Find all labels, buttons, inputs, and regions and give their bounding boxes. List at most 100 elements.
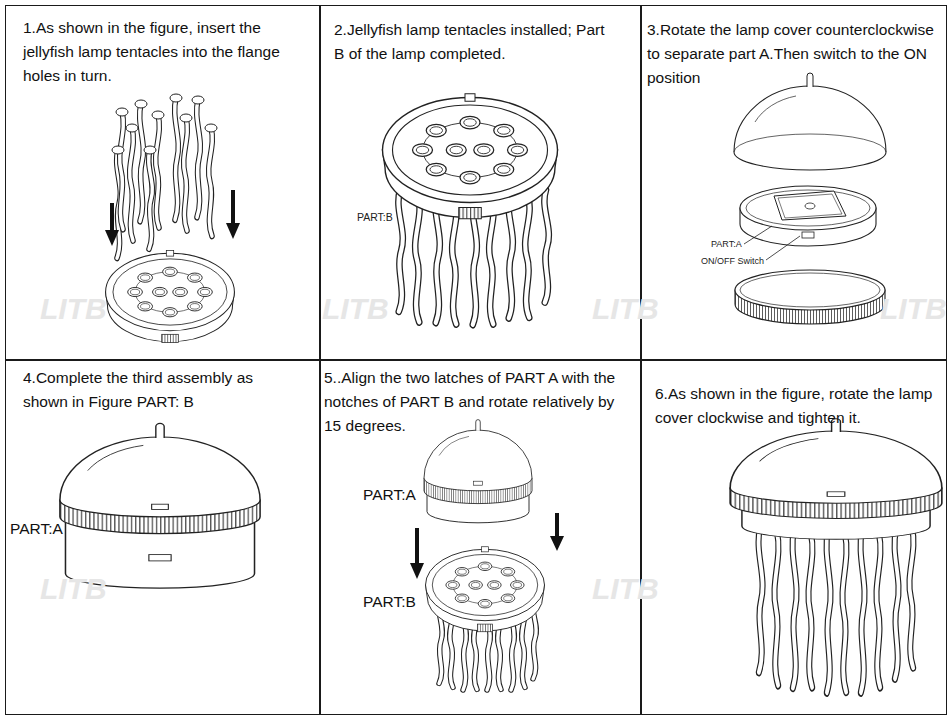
- tentacle-cap: [144, 146, 156, 154]
- tentacle: [827, 530, 831, 692]
- tentacle: [398, 190, 402, 312]
- watermark: LITB: [592, 572, 659, 606]
- tentacle-cap: [170, 94, 182, 102]
- direction-arrow: [410, 563, 424, 579]
- tentacle: [808, 534, 812, 687]
- tentacle: [117, 98, 213, 258]
- tentacle: [793, 530, 797, 688]
- instruction-text: 6.As shown in the figure, rotate the lam…: [655, 382, 947, 430]
- tentacle: [175, 98, 179, 220]
- panel-4-illustration: [60, 423, 260, 588]
- lamp-cover: [807, 73, 813, 87]
- switch-label: ON/OFF Switch: [701, 256, 764, 266]
- watermark: LITB: [880, 292, 947, 326]
- instruction-text: 1.As shown in the figure, insert the jel…: [23, 16, 308, 88]
- lamp-cover: [755, 96, 796, 122]
- tentacle: [895, 530, 899, 679]
- tentacle: [842, 534, 846, 692]
- tentacle: [415, 196, 419, 322]
- tentacle: [774, 532, 778, 685]
- panel-6-illustration: [730, 419, 942, 692]
- panel-1-illustration: [106, 251, 235, 343]
- panel-4-illustration: [60, 423, 260, 533]
- battery-base: [805, 203, 815, 209]
- tentacle: [544, 190, 548, 303]
- instruction-text: 5..Align the two latches of PART A with …: [324, 366, 630, 438]
- panel-1-illustration: [105, 94, 240, 343]
- panel-5-illustration: [426, 547, 545, 632]
- direction-arrow: [231, 190, 235, 225]
- direction-arrow: [555, 513, 559, 538]
- leader-line: [744, 226, 772, 244]
- tentacle: [149, 150, 153, 249]
- tentacle: [209, 128, 213, 236]
- panel-4-illustration: [149, 555, 171, 561]
- tentacle-cap: [112, 94, 217, 154]
- part-name: PART:A: [711, 239, 742, 249]
- tentacle: [861, 530, 865, 692]
- battery-base: [802, 232, 814, 238]
- panel-6-illustration: [730, 419, 942, 540]
- instruction-text: 4.Complete the third assembly as shown i…: [23, 366, 291, 414]
- leader-line: [766, 236, 800, 260]
- part-name: PART:B: [357, 211, 393, 223]
- battery-base: [740, 186, 876, 246]
- tentacle-cap: [116, 108, 128, 116]
- instruction-panel: 6.As shown in the figure, rotate the lam…: [640, 359, 947, 715]
- battery-base: [746, 190, 870, 226]
- tentacle-cap: [112, 146, 124, 154]
- battery-base: [740, 186, 876, 230]
- tentacle: [140, 104, 144, 221]
- tentacle-cap: [126, 124, 138, 132]
- watermark: LITB: [40, 292, 107, 326]
- lamp-cover: [734, 134, 886, 152]
- tentacle: [130, 128, 134, 241]
- tentacle-cap: [180, 114, 192, 122]
- instruction-panel: 5..Align the two latches of PART A with …: [319, 359, 642, 715]
- battery-base: [778, 194, 842, 218]
- tentacle: [876, 534, 880, 687]
- tentacle: [156, 115, 160, 228]
- direction-arrow: [105, 230, 119, 246]
- panel-5-illustration: [410, 420, 564, 690]
- ridged-ring: [735, 270, 885, 310]
- tentacle: [759, 528, 763, 672]
- tentacle: [525, 196, 529, 318]
- instruction-text: 3.Rotate the lamp cover counterclockwise…: [647, 18, 943, 90]
- tentacle-cap: [152, 111, 164, 119]
- tentacle-cap: [135, 100, 147, 108]
- tentacle-cap: [205, 124, 217, 132]
- watermark: LITB: [592, 292, 659, 326]
- direction-arrow: [415, 528, 419, 565]
- part-name: PART:A: [10, 520, 63, 538]
- direction-arrow: [550, 536, 564, 551]
- direction-arrow: [226, 223, 240, 239]
- tentacle: [759, 528, 914, 692]
- tentacle: [909, 528, 913, 668]
- battery-base: [774, 191, 846, 220]
- tentacle: [120, 112, 124, 229]
- lamp-cover: [734, 73, 886, 170]
- watermark: LITB: [322, 292, 389, 326]
- panel-2-illustration: [383, 94, 558, 325]
- part-name: PART:B: [363, 593, 416, 611]
- ridged-ring: [735, 270, 885, 324]
- panel-3-illustration: [734, 73, 886, 324]
- direction-arrow: [410, 513, 564, 579]
- instruction-text: 2.Jellyfish lamp tentacles installed; Pa…: [334, 18, 606, 66]
- ridged-ring: [740, 273, 880, 307]
- tentacle: [197, 100, 201, 217]
- panel-2-illustration: [383, 94, 558, 219]
- tentacle: [184, 118, 188, 231]
- direction-arrow: [110, 203, 114, 232]
- leader-line: [744, 226, 800, 260]
- direction-arrow: [105, 190, 240, 246]
- tentacle-cap: [192, 96, 204, 104]
- panel-5-illustration: [424, 420, 532, 504]
- panel-6-illustration: [730, 419, 942, 519]
